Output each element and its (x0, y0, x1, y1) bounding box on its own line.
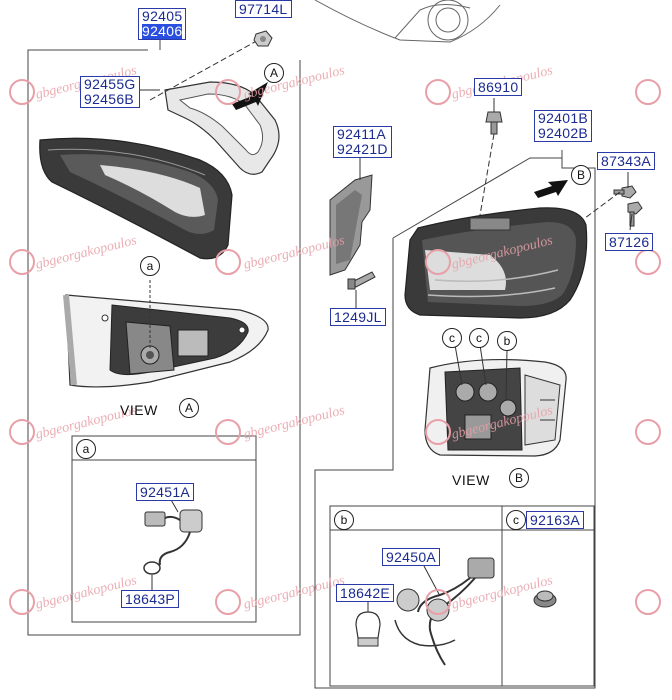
ref-circle-b: B (571, 165, 591, 185)
box-header-b: b (334, 510, 354, 530)
left-frame (27, 38, 301, 636)
outer-lamp-rear-view (424, 358, 567, 457)
bolt-87126 (627, 201, 643, 227)
gasket-92455g (164, 81, 280, 175)
view-a-circle: A (179, 398, 199, 418)
leader-c1 (454, 344, 463, 386)
part-label-18643p[interactable]: 18643P (121, 590, 180, 608)
part-number-92456b: 92456B (84, 91, 135, 107)
detail-box-a (71, 435, 257, 623)
leader-screw (479, 133, 495, 216)
detail-box-bc (329, 505, 595, 687)
car-silhouette (314, 0, 501, 43)
inner-tail-lamp (39, 137, 233, 260)
leader-c2 (479, 344, 487, 386)
part-label-92401b-92402b[interactable]: 92401B 92402B (534, 110, 593, 142)
part-number-92421d: 92421D (337, 141, 388, 157)
outer-tail-lamp (404, 207, 588, 319)
leader-nut (149, 37, 263, 101)
socket-92451a (143, 509, 203, 575)
box-header-a: a (76, 439, 96, 459)
part-number-92406: 92406 (142, 23, 183, 39)
detail-circle-c: c (469, 328, 489, 348)
bracket-92411a (329, 174, 373, 276)
bolt-87343a (613, 185, 637, 199)
part-label-92451a[interactable]: 92451A (136, 483, 195, 501)
screw-86910 (485, 111, 503, 135)
ref-circle-a: A (264, 63, 284, 83)
detail-circle-a: a (140, 256, 160, 276)
part-number-92405: 92405 (142, 8, 183, 24)
nut-97714l (253, 30, 273, 47)
view-a-arrow (232, 82, 268, 110)
right-frame (314, 150, 596, 689)
grommet-92163a (533, 590, 557, 608)
box-header-c: c (506, 510, 526, 530)
part-number-92455g: 92455G (84, 76, 136, 92)
part-label-1249jl[interactable]: 1249JL (330, 308, 386, 326)
part-label-92450a[interactable]: 92450A (382, 548, 441, 566)
leader-bolts (584, 191, 621, 219)
part-label-92411a-92421d[interactable]: 92411A 92421D (333, 126, 392, 158)
view-b-arrow (534, 180, 568, 198)
leader-87126 (629, 213, 633, 231)
part-label-87343a[interactable]: 87343A (597, 152, 656, 170)
part-label-18642e[interactable]: 18642E (336, 584, 395, 602)
part-label-92405-92406[interactable]: 92405 92406 (138, 8, 187, 40)
part-number-92401b: 92401B (538, 110, 589, 126)
view-b-circle: B (509, 468, 529, 488)
bulb-18642e (355, 611, 381, 647)
part-label-86910[interactable]: 86910 (474, 78, 523, 96)
part-label-92455g-92456b[interactable]: 92455G 92456B (80, 76, 140, 108)
screw-1249jl (347, 271, 376, 290)
view-a-label: VIEW (120, 402, 158, 418)
view-b-label: VIEW (452, 472, 490, 488)
inner-lamp-rear-view (63, 294, 269, 388)
leader-b (505, 349, 508, 401)
part-number-92402b: 92402B (538, 125, 589, 141)
watermark-logos (9, 79, 661, 615)
part-label-92163a[interactable]: 92163A (526, 511, 585, 529)
harness-92450a (394, 557, 495, 666)
detail-circle-b: b (497, 331, 517, 351)
part-label-87126[interactable]: 87126 (605, 233, 654, 251)
detail-circle-c: c (442, 328, 462, 348)
part-label-97714l[interactable]: 97714L (235, 0, 292, 18)
part-number-92411a: 92411A (337, 126, 387, 142)
